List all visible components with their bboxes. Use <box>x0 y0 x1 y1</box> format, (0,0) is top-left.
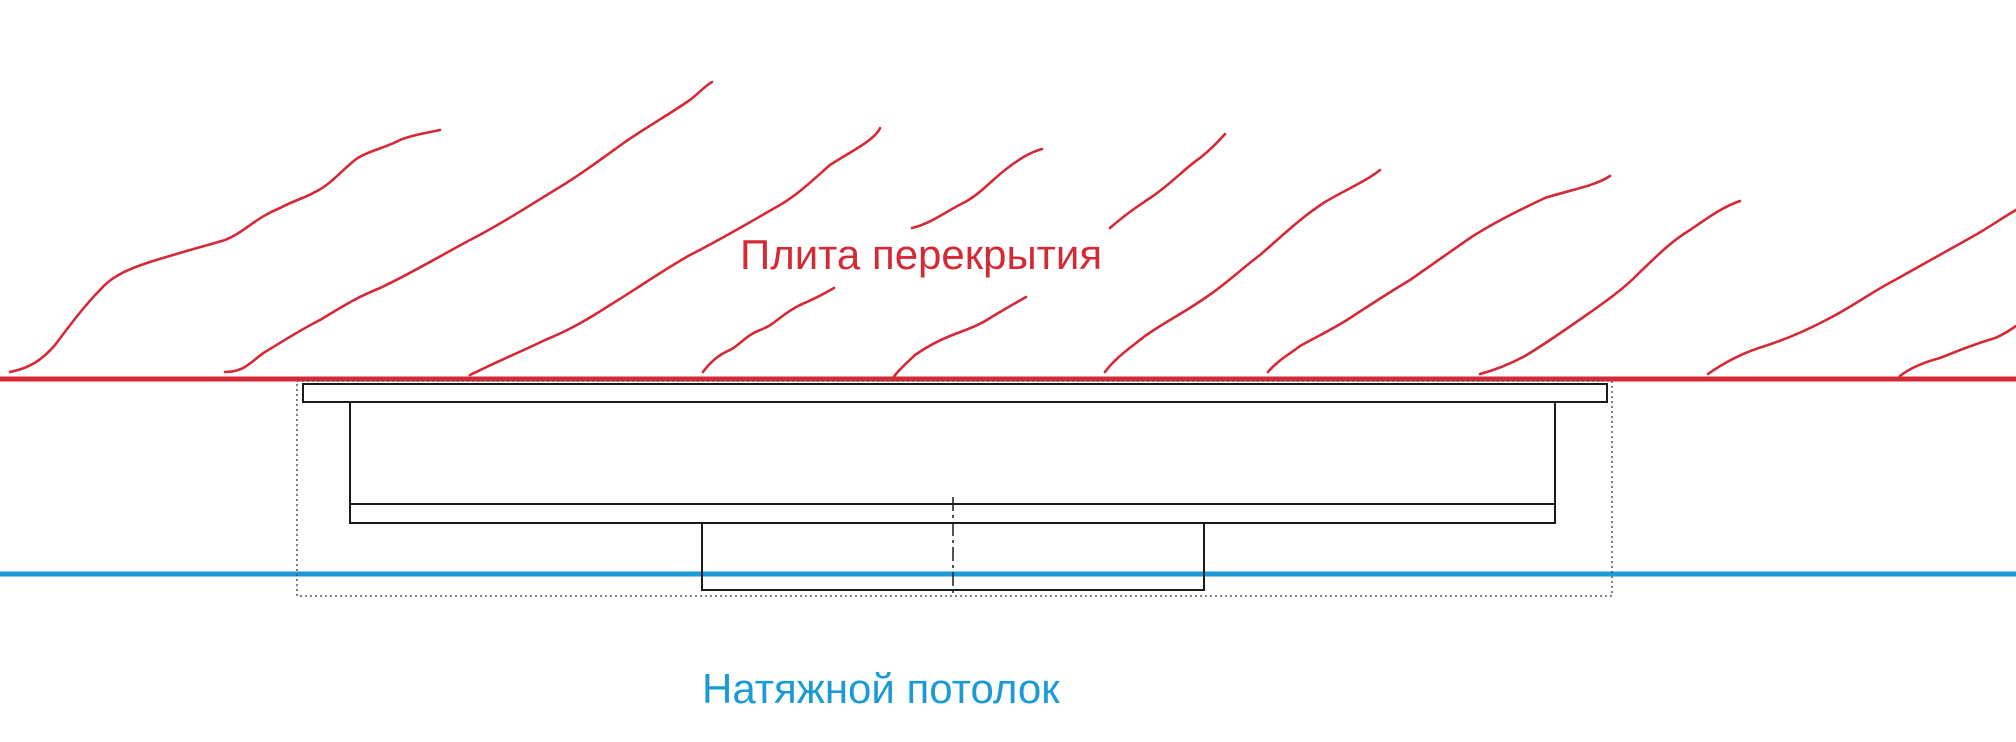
stretch-ceiling-label: Натяжной потолок <box>702 665 1060 712</box>
fixture-clearance-boundary <box>296 380 1613 597</box>
hatch-stroke <box>1266 174 1612 374</box>
slab-label: Плита перекрытия <box>740 231 1103 278</box>
hatch-stroke <box>223 80 714 374</box>
hatch-stroke <box>468 126 882 377</box>
hatch-stroke <box>1898 324 2016 378</box>
hatch-stroke <box>891 295 1028 380</box>
hatch-stroke <box>1108 132 1227 230</box>
hatch-stroke <box>1706 208 2016 376</box>
slab-hatching <box>8 80 2016 380</box>
hatch-stroke <box>8 128 442 374</box>
hatch-stroke <box>910 147 1044 230</box>
hatch-stroke <box>701 286 836 374</box>
fixture-mounting-plate <box>302 383 1608 403</box>
light-fixture <box>302 383 1608 595</box>
hatch-stroke <box>1478 199 1742 376</box>
hatch-stroke <box>1103 168 1382 374</box>
